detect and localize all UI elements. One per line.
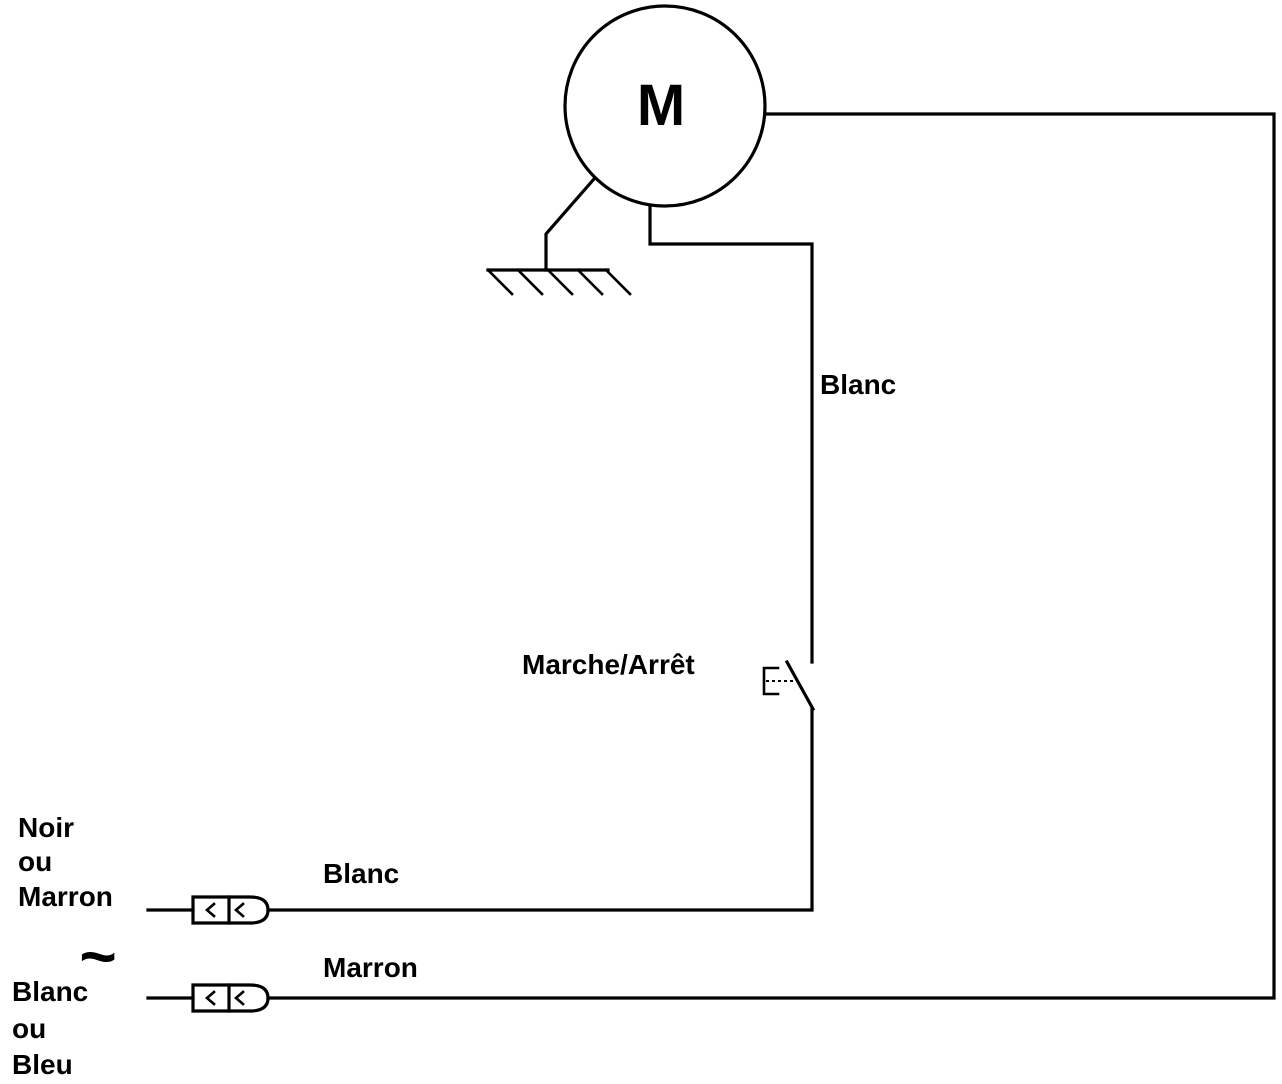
wire-motor-to-switch — [648, 203, 814, 664]
connector-icon — [146, 895, 270, 925]
label-wire-top-right: Blanc — [820, 369, 896, 400]
ac-symbol: ~ — [79, 920, 116, 992]
wire-motor-return — [266, 112, 1276, 1000]
label-switch: Marche/Arrêt — [522, 649, 695, 680]
motor-symbol: M — [637, 73, 685, 138]
terminal-upper-line: ou — [18, 846, 52, 877]
switch-icon — [762, 659, 816, 712]
label-wire-lower-plug: Marron — [323, 952, 418, 983]
connector-icon — [146, 983, 270, 1013]
motor-icon: M — [563, 4, 767, 208]
terminal-upper-line: Noir — [18, 812, 74, 843]
ground-icon — [486, 176, 632, 296]
label-wire-upper-plug: Blanc — [323, 858, 399, 889]
terminal-upper-line: Marron — [18, 881, 113, 912]
terminal-lower-line: Bleu — [12, 1049, 73, 1080]
terminal-lower-line: ou — [12, 1013, 46, 1044]
wire-switch-to-plug — [266, 707, 814, 912]
terminal-lower-line: Blanc — [12, 976, 88, 1007]
